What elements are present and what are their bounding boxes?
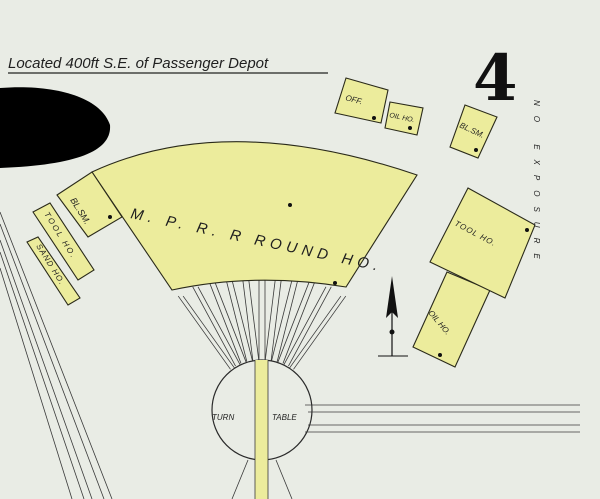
- blacksmith-left-building: [56, 171, 123, 238]
- radial-track-rail: [241, 271, 254, 361]
- radial-track-rail: [247, 271, 260, 361]
- turntable: [211, 359, 313, 499]
- blacksmith-right-building: [449, 104, 498, 159]
- radial-track-rail: [213, 279, 247, 364]
- turntable-label-right: TABLE: [272, 413, 297, 422]
- redacted-blob: [0, 87, 111, 168]
- radial-track-rail: [276, 274, 300, 362]
- radial-track-rail: [230, 274, 254, 362]
- turntable-label-left: TURN: [212, 413, 234, 422]
- radial-track-rail: [270, 274, 294, 362]
- radial-track-rail: [282, 286, 327, 367]
- radial-tracks: [177, 270, 347, 370]
- radial-track-rail: [264, 271, 277, 361]
- sand-house-building: [26, 236, 81, 306]
- office-label: OFF.: [344, 93, 363, 106]
- radial-track-rail: [207, 279, 242, 364]
- office-building: [334, 77, 389, 124]
- tool-house-left-building: [32, 202, 95, 281]
- radial-track-rail: [288, 295, 342, 370]
- location-note: Located 400ft S.E. of Passenger Depot: [8, 55, 269, 72]
- radial-track-rail: [224, 274, 248, 362]
- radial-track-rail: [192, 286, 236, 367]
- exposure-note: NO EXPOSURE: [532, 100, 541, 269]
- tool-house-right-building: [429, 187, 536, 299]
- sheet-number: 4: [473, 41, 518, 116]
- radial-track-rail: [177, 295, 231, 370]
- radial-track-rail: [282, 279, 317, 364]
- radial-track-rail: [277, 279, 311, 364]
- radial-track-rail: [270, 271, 283, 361]
- radial-track-rail: [182, 295, 236, 370]
- oil-house-small-building: [384, 101, 424, 136]
- roundhouse-building: [91, 141, 418, 291]
- horizontal-tracks: [305, 404, 580, 433]
- radial-track-rail: [288, 286, 332, 367]
- radial-track-rail: [293, 295, 347, 370]
- oil-house-right-building: [412, 271, 491, 368]
- left-railroad-tracks: [0, 211, 113, 499]
- north-arrow-icon: [378, 276, 408, 357]
- radial-track-rail: [197, 286, 242, 367]
